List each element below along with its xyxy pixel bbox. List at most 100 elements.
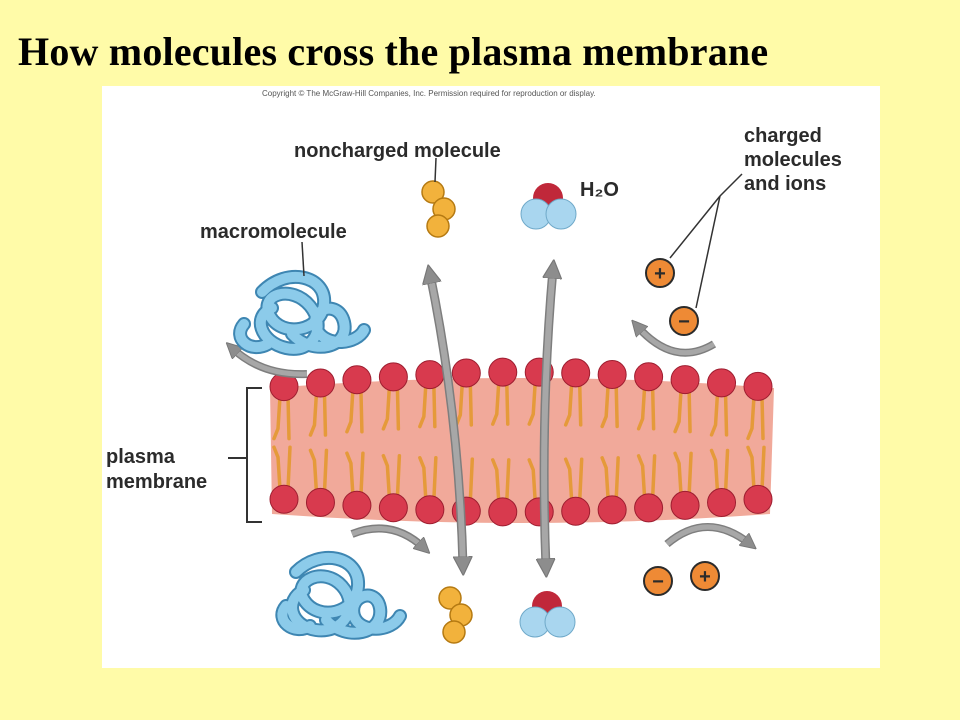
charged-leader-stub [719,173,743,197]
copyright-notice: Copyright © The McGraw-Hill Companies, I… [262,89,596,98]
charged-label-line3: and ions [744,173,826,195]
phospholipid-head [670,490,700,520]
charged-leader-line [669,195,721,309]
phospholipid-head [634,493,664,523]
lipid-tail [286,394,291,441]
macromolecule-top [233,270,371,356]
phospholipid-head [707,487,737,517]
lipid-tail [491,380,501,426]
figure-panel: Copyright © The McGraw-Hill Companies, I… [102,86,880,668]
lipid-tail [746,445,756,492]
phospholipid-head [415,495,445,525]
lipid-tail [563,457,574,503]
phospholipid-head [488,357,518,387]
lipid-tail [746,394,756,441]
lipid-tail [563,381,574,427]
lipid-tail [359,451,365,497]
lipid-tail [636,454,647,500]
lipid-tail [432,456,438,502]
phospholipid-head [561,358,591,388]
phospholipid-head [743,484,773,514]
ion-deflect-arrow-top [637,326,717,357]
lipid-tail [527,380,537,426]
lipid-tail [345,451,355,497]
plasma-membrane [269,357,774,527]
phospholipid-head [634,362,664,392]
lipid-tail [614,456,620,502]
noncharged-molecule-bottom [438,586,473,644]
macromolecule-leader-line [301,241,305,277]
macromolecule-bottom [275,551,407,640]
phospholipid-head [488,497,518,527]
lipid-tail [650,384,656,431]
phospholipid-head [597,359,627,389]
water-transport-arrow [544,269,553,568]
plus-ion-bottom: + [690,561,720,591]
macromolecule-deflect-arrow-top [232,348,308,379]
lipid-tail [395,453,402,500]
lipid-tail [673,387,683,434]
lipid-tail [381,385,392,431]
lipid-tail [709,448,720,495]
phospholipid-head [451,358,481,388]
lipid-tail [600,382,610,429]
lipid-tail [491,458,501,504]
plus-sign: + [654,263,666,285]
lipid-tail [468,381,474,427]
lipid-tail [272,394,282,441]
lipid-tail [723,391,729,437]
macromolecule-label: macromolecule [200,221,347,243]
lipid-tail [395,385,401,431]
lipid-tail [308,391,319,437]
phospholipid-head [707,368,737,398]
lipid-tail [308,448,319,495]
phospholipid-heads [269,357,773,527]
lipid-tail [272,445,282,491]
lipid-tail [614,382,619,429]
membrane-band [270,378,774,523]
phospholipid-head [342,490,372,520]
lipid-tail [636,384,647,431]
lipid-tail [322,448,329,495]
lipid-tail [709,391,720,437]
phospholipid-head [378,493,408,523]
phospholipid-head [743,371,773,401]
lipid-tail [359,387,364,434]
lipid-tail [286,445,292,491]
phospholipid-head [415,360,445,390]
plus-sign: + [699,566,711,588]
lipid-tail [577,381,583,427]
lipid-tail [432,382,437,429]
noncharged-molecule-top [421,180,456,238]
lipid-tail [600,456,610,502]
lipid-tail [673,451,683,498]
minus-ion-bottom: − [643,566,673,596]
phospholipid-head [597,495,627,525]
phospholipid-head [305,487,335,517]
lipid-tail [381,453,392,500]
lipid-tail [322,391,328,437]
lipid-tail [687,387,692,434]
slide-title: How molecules cross the plasma membrane [18,29,769,74]
phospholipid-head [305,368,335,398]
ion-deflect-arrow-bottom [664,523,750,544]
lipid-tail [760,394,765,441]
plasma-membrane-label-line1: plasma [106,446,176,468]
lipid-tail [577,457,584,503]
water-label: H₂O [580,179,619,201]
lipid-tail [505,380,510,426]
lipid-tail [505,458,511,504]
minus-sign: − [678,311,690,333]
charged-label-line1: charged [744,125,822,147]
lipid-tail [723,448,730,495]
phospholipid-head [378,362,408,392]
minus-sign: − [652,571,664,593]
lipid-tail [468,457,475,503]
minus-ion-top: − [669,306,699,336]
water-molecule-bottom [519,591,576,638]
noncharged-transport-arrow [430,274,463,566]
phospholipid-head [670,365,700,395]
phospholipid-head [269,484,299,514]
water-molecule-top [520,183,577,230]
membrane-diagram: Copyright © The McGraw-Hill Companies, I… [106,89,842,644]
